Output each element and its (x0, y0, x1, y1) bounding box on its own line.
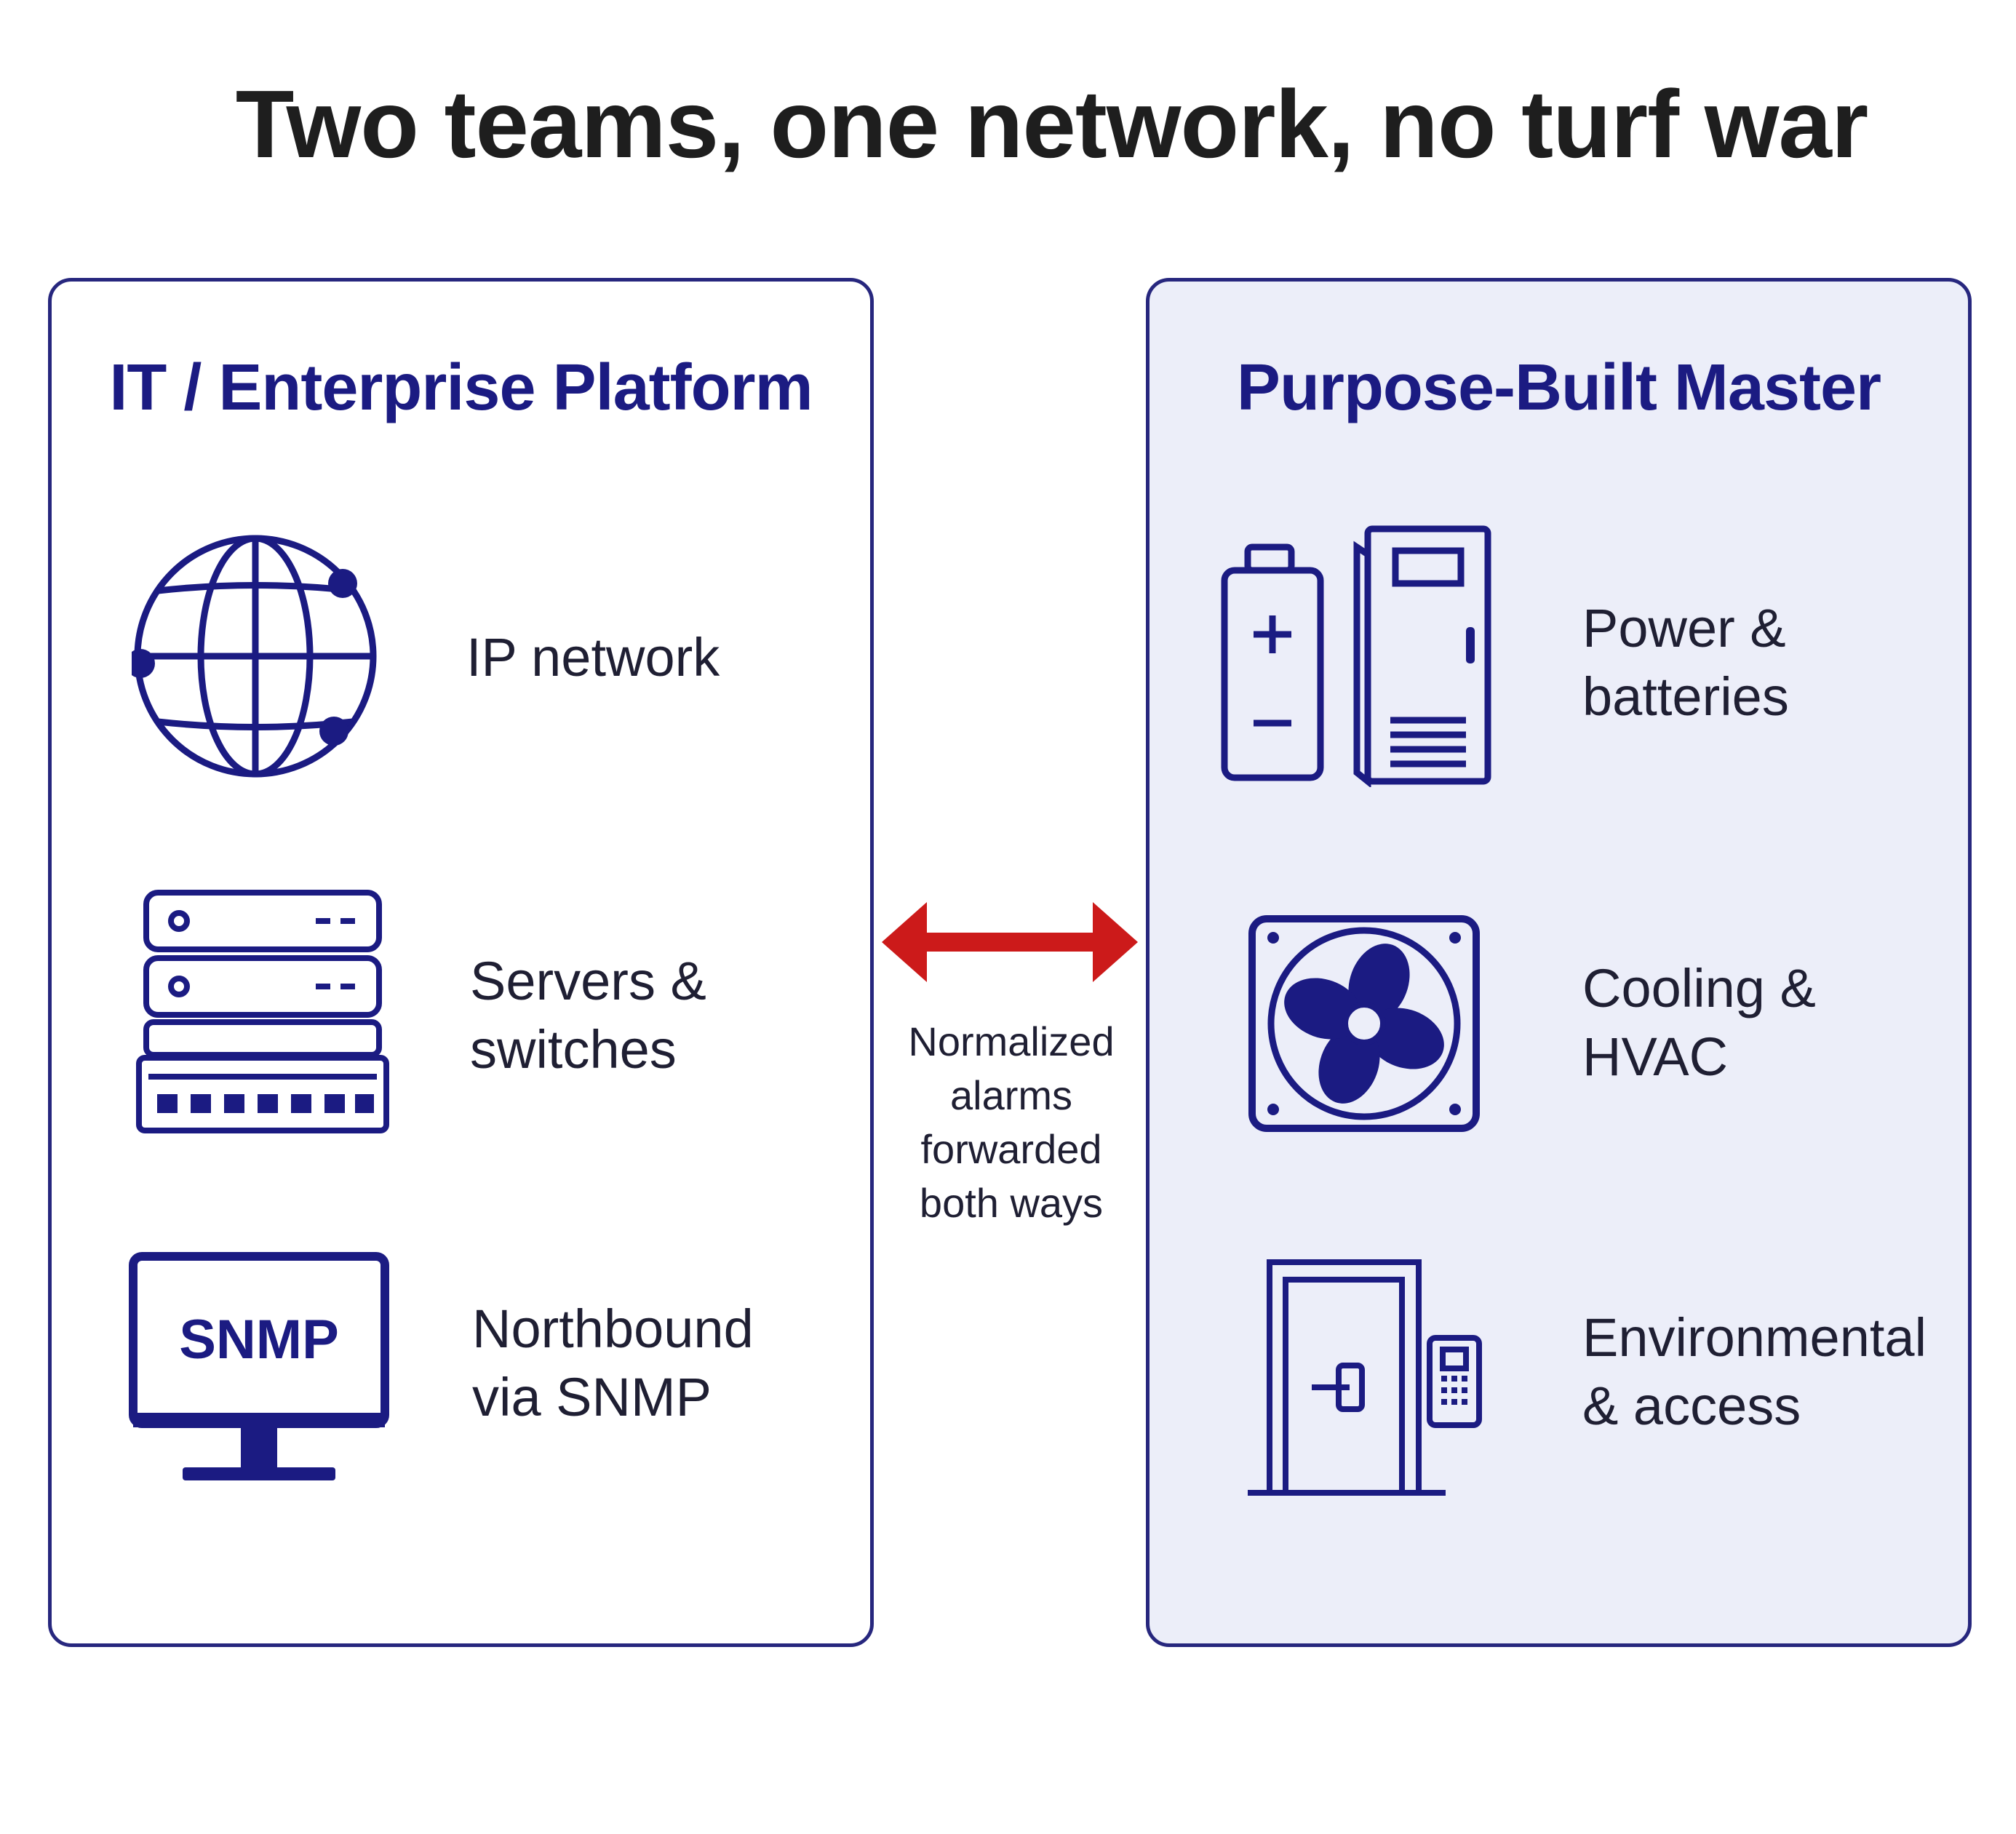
door-keypad-icon (1248, 1259, 1482, 1496)
panel-title-it: IT / Enterprise Platform (109, 351, 813, 424)
panel-title-purpose-built: Purpose-Built Master (1236, 351, 1881, 424)
item-label-power-batteries: Power & batteries (1582, 598, 1789, 727)
snmp-monitor-icon: SNMP (128, 1251, 390, 1488)
item-label-servers-switches: Servers & switches (470, 951, 706, 1080)
snmp-icon-text: SNMP (179, 1309, 339, 1371)
battery-ups-icon (1221, 525, 1491, 787)
purpose-built-panel: Purpose-Built Master Power & batteries (1146, 278, 1972, 1647)
connector-label: Normalized alarms forwarded both ways (908, 1018, 1115, 1226)
item-label-northbound-snmp: Northbound via SNMP (472, 1299, 754, 1427)
item-label-cooling-hvac: Cooling & HVAC (1582, 958, 1816, 1087)
item-label-environmental-access: Environmental & access (1582, 1307, 1927, 1436)
fan-icon (1248, 915, 1480, 1132)
server-stack-icon (136, 890, 389, 1133)
diagram-title: Two teams, one network, no turf war (235, 71, 1868, 178)
item-label-ip-network: IP network (466, 627, 720, 687)
globe-network-icon (132, 535, 377, 778)
double-arrow-icon (882, 902, 1138, 982)
it-enterprise-panel: IT / Enterprise Platform IP network (48, 278, 874, 1647)
